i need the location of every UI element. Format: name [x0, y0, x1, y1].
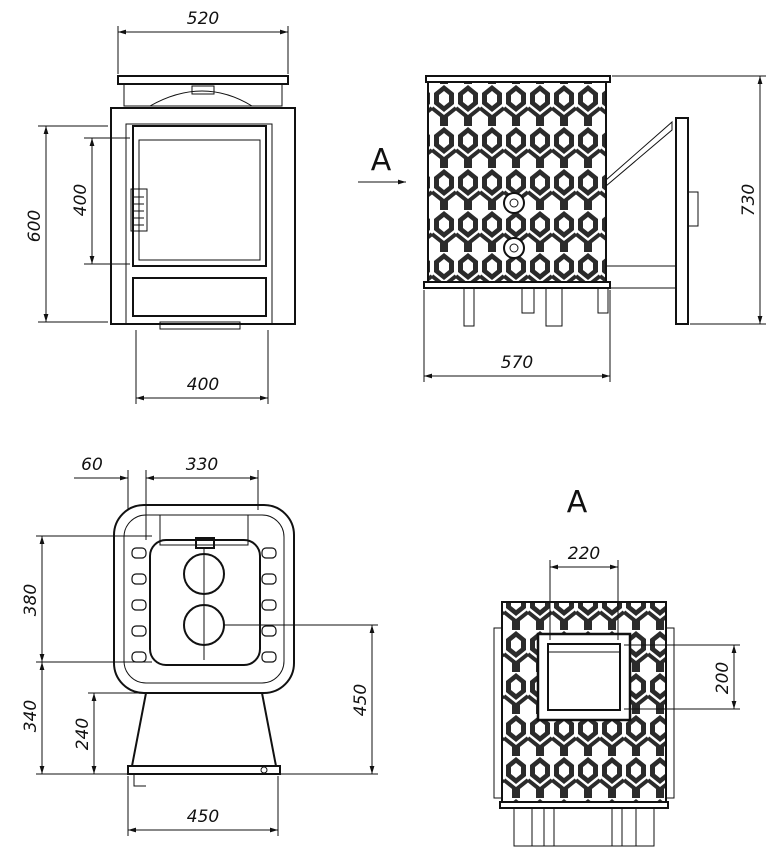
top-firebox	[149, 539, 261, 666]
rear-view: A 220 200	[493, 485, 740, 847]
dim-top-offset: 60	[81, 455, 103, 475]
dim-top-depth: 380	[21, 584, 41, 616]
ash-drawer	[132, 277, 267, 317]
dim-top-width: 330	[186, 455, 218, 475]
door-handle	[130, 188, 148, 232]
top-tank	[130, 692, 278, 767]
front-top-plate	[117, 75, 289, 85]
top-view: 60 330 380 340 240 450 450	[21, 455, 378, 836]
rear-window	[547, 643, 621, 711]
dim-rear-window-width: 220	[568, 544, 600, 564]
dim-top-bottom-width: 450	[187, 807, 219, 827]
dim-top-pipe: 240	[73, 718, 93, 750]
dim-top-rear: 340	[21, 700, 41, 732]
side-view: A 730 570	[358, 75, 766, 382]
dim-side-width: 570	[501, 353, 533, 373]
dim-rear-window-height: 200	[713, 662, 733, 694]
front-view: 520 600 400 400	[25, 9, 296, 404]
rear-window-frame	[536, 632, 632, 722]
view-arrow-label: A	[371, 143, 392, 178]
dim-front-top-width: 520	[187, 9, 219, 29]
dim-front-height: 600	[25, 210, 45, 242]
dim-top-side: 450	[351, 684, 371, 716]
dim-front-bottom-width: 400	[187, 375, 219, 395]
dim-door-height: 400	[71, 184, 91, 216]
dim-side-height: 730	[739, 184, 759, 216]
front-door	[132, 125, 267, 267]
view-title-label: A	[567, 485, 588, 520]
